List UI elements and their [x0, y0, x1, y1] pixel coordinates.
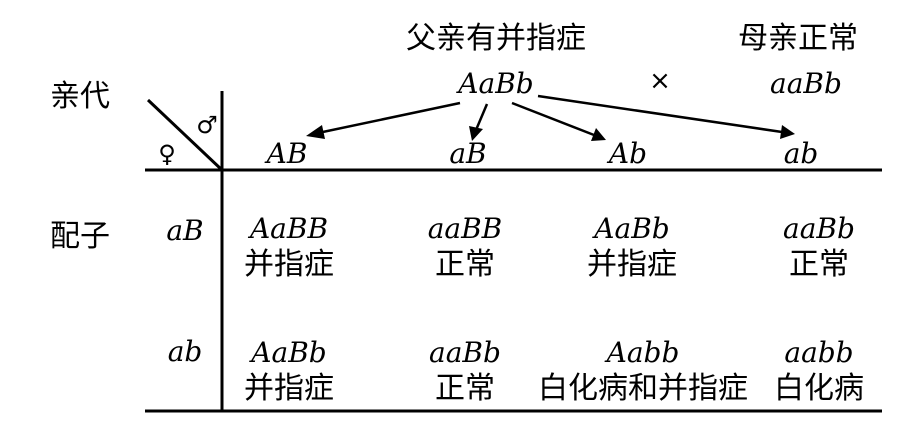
male-gamete: aB	[449, 137, 486, 170]
male-symbol: ♂	[196, 111, 218, 139]
offspring-genotype: aaBb	[783, 212, 855, 245]
offspring-phenotype: 正常	[789, 247, 849, 282]
offspring-phenotype: 并指症	[244, 247, 334, 282]
gamete-arrows	[306, 94, 795, 141]
male-gamete: ab	[784, 137, 819, 170]
arrow-to-AB	[317, 101, 461, 135]
male-gamete: AB	[264, 137, 308, 170]
offspring-phenotype: 正常	[435, 371, 495, 406]
father-label: 父亲有并指症	[406, 21, 586, 56]
arrow-head-AB	[306, 125, 325, 139]
female-gamete: ab	[168, 335, 203, 368]
offspring-genotype: AaBB	[247, 212, 328, 245]
parent-row-label: 亲代	[50, 79, 110, 114]
father-genotype: AaBb	[455, 67, 533, 100]
offspring-phenotype: 白化病和并指症	[538, 371, 748, 406]
offspring-phenotype: 并指症	[587, 247, 677, 282]
arrow-to-aB	[474, 103, 489, 131]
male-gamete: Ab	[606, 137, 647, 170]
arrow-head-ab	[780, 125, 795, 139]
corner-diagonal	[146, 98, 224, 172]
cross-symbol: ×	[649, 66, 671, 96]
offspring-phenotype: 正常	[435, 247, 495, 282]
arrow-head-Ab	[591, 128, 606, 141]
offspring-genotype: aaBb	[429, 336, 501, 369]
female-symbol: ♀	[158, 140, 176, 168]
offspring-genotype: Aabb	[604, 336, 680, 369]
offspring-phenotype: 白化病	[774, 371, 864, 406]
offspring-phenotype: 并指症	[244, 371, 334, 406]
gamete-label: 配子	[50, 219, 110, 254]
arrow-to-Ab	[511, 101, 595, 137]
female-gamete: aB	[166, 214, 203, 247]
offspring-genotype: AaBb	[591, 212, 669, 245]
offspring-genotype: AaBb	[248, 336, 326, 369]
arrow-head-aB	[469, 126, 483, 141]
arrow-to-ab	[537, 94, 783, 134]
offspring-genotype: aabb	[784, 336, 853, 369]
mother-genotype: aaBb	[770, 67, 842, 100]
offspring-genotype: aaBB	[428, 212, 503, 245]
mother-label: 母亲正常	[738, 21, 858, 56]
